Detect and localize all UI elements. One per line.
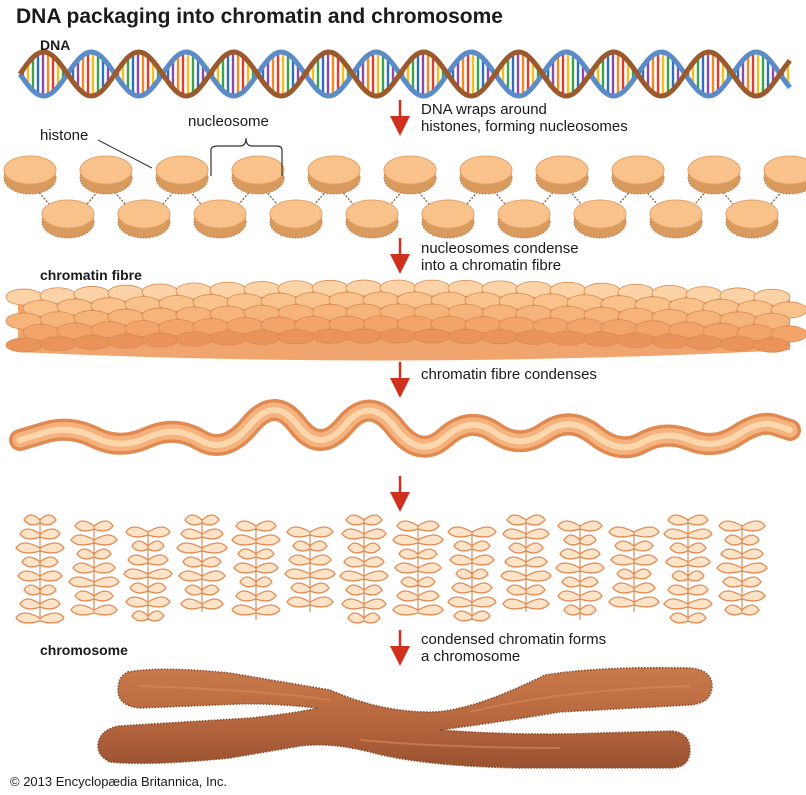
condensed-fibre — [9, 399, 801, 459]
histone-pointer — [97, 139, 153, 169]
chromatin-fibre — [5, 279, 806, 361]
step-caption-3: chromatin fibre condenses — [421, 366, 597, 383]
label-dna: DNA — [40, 37, 71, 53]
dna-helix — [17, 49, 792, 99]
step-caption-1: DNA wraps around histones, forming nucle… — [421, 101, 628, 135]
nucleosome-bracket — [210, 137, 283, 176]
label-histone: histone — [40, 127, 89, 144]
looped-chromatin — [15, 514, 768, 624]
step-caption-5: condensed chromatin forms a chromosome — [421, 631, 607, 665]
step-caption-2: nucleosomes condense into a chromatin fi… — [421, 240, 579, 274]
copyright-credit: © 2013 Encyclopædia Britannica, Inc. — [10, 774, 227, 789]
label-nucleosome: nucleosome — [188, 113, 269, 130]
label-chromatin-fibre: chromatin fibre — [40, 267, 142, 283]
chromosome-shape — [97, 666, 713, 769]
diagram-title: DNA packaging into chromatin and chromos… — [16, 5, 503, 28]
label-chromosome: chromosome — [40, 642, 128, 658]
nucleosome-row — [3, 155, 806, 239]
